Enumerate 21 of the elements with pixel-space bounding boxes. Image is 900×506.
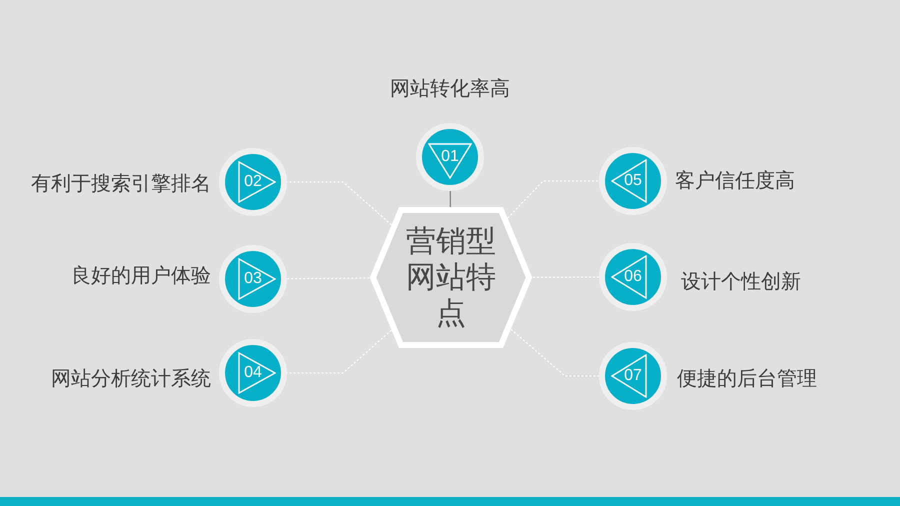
feature-label: 网站转化率高 — [390, 76, 510, 100]
number-label: 03 — [244, 270, 262, 288]
hexagon-label: 营销型网站特点 — [405, 224, 497, 332]
number-label: 02 — [244, 173, 262, 191]
feature-label: 设计个性创新 — [681, 269, 801, 293]
feature-label: 良好的用户体验 — [71, 263, 211, 287]
connector-line — [286, 182, 392, 226]
feature-label: 有利于搜索引擎排名 — [31, 171, 211, 195]
connector-line — [286, 330, 392, 374]
number-label: 07 — [624, 367, 642, 385]
connector-line — [507, 180, 600, 218]
number-label: 06 — [624, 268, 642, 286]
connector-line — [450, 191, 451, 207]
number-label: 04 — [244, 364, 262, 382]
feature-label: 便捷的后台管理 — [677, 366, 817, 390]
hexagon — [369, 207, 533, 348]
feature-label: 网站分析统计系统 — [51, 366, 211, 390]
feature-label: 客户信任度高 — [675, 168, 795, 192]
number-label: 05 — [624, 172, 642, 190]
connector-line — [510, 328, 600, 376]
number-label: 01 — [441, 148, 459, 166]
